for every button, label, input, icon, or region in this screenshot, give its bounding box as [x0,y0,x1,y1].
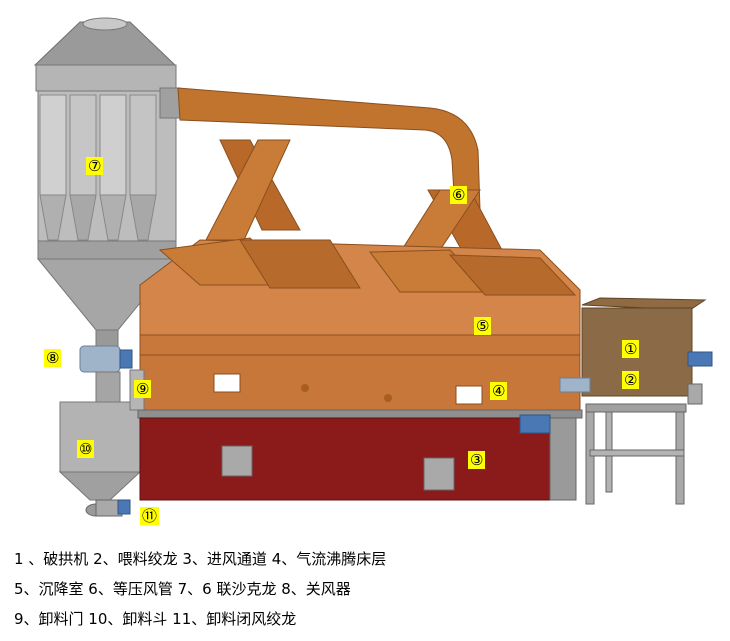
equipment-diagram: ① ② ③ ④ ⑤ ⑥ ⑦ ⑧ ⑨ ⑩ ⑪ [33,17,713,525]
cyclone-cluster [33,17,178,347]
legend-line-3: 9、卸料门 10、卸料斗 11、卸料闭风绞龙 [14,610,297,628]
callout-7: ⑦ [86,157,104,175]
callout-9: ⑨ [134,380,152,398]
callout-6: ⑥ [450,186,468,204]
callout-1: ① [622,340,640,358]
fluidized-bed [129,354,581,411]
callout-2: ② [622,371,640,389]
discharge-screw [85,499,131,517]
legend: 1 、破拱机 2、喂料绞龙 3、进风通道 4、气流沸腾床层 5、沉降室 6、等压… [14,544,714,634]
callout-8: ⑧ [44,349,62,367]
air-inlet-channel [137,409,583,501]
pressure-duct [159,87,511,266]
feed-unit [559,297,713,505]
callout-4: ④ [490,382,508,400]
callout-5: ⑤ [474,317,492,335]
airlock-valve [79,345,133,373]
callout-11: ⑪ [140,507,160,525]
discharge-hopper [58,371,142,501]
callout-3: ③ [468,451,486,469]
dryer-illustration [33,17,713,517]
legend-line-2: 5、沉降室 6、等压风管 7、6 联沙克龙 8、关风器 [14,580,351,598]
callout-10: ⑩ [77,440,95,458]
legend-line-1: 1 、破拱机 2、喂料绞龙 3、进风通道 4、气流沸腾床层 [14,550,387,568]
settling-chamber [139,237,581,356]
